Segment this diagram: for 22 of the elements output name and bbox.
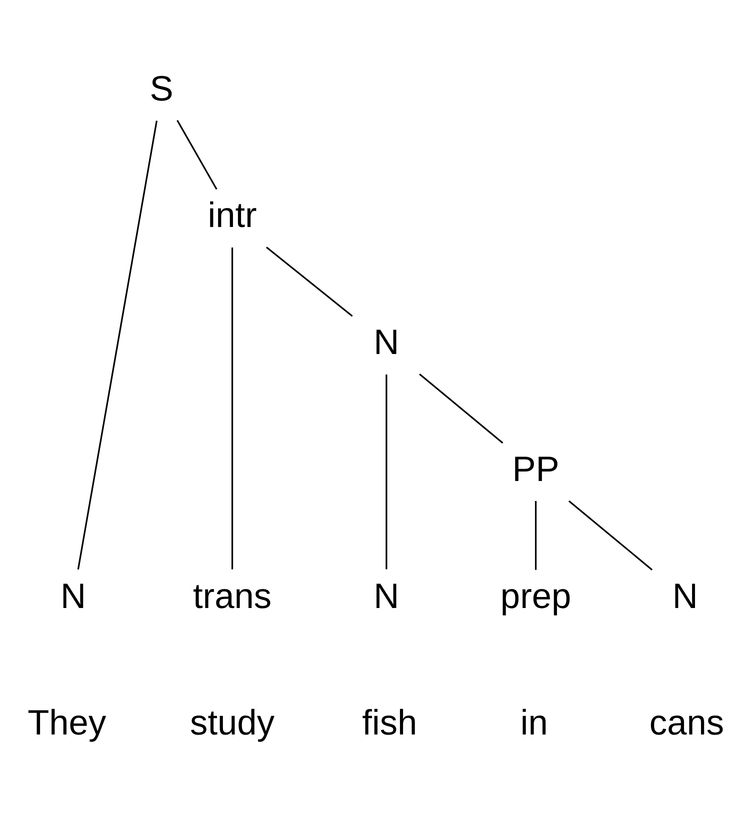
node-text: N <box>672 576 698 616</box>
node-text: intr <box>208 196 257 235</box>
connector <box>386 374 388 569</box>
connector <box>419 373 504 444</box>
connector <box>77 120 158 570</box>
label: cans <box>649 703 724 742</box>
node-text: N <box>374 322 400 362</box>
node-text: trans <box>192 576 272 616</box>
label: fish <box>362 703 418 742</box>
node-text: N <box>374 576 400 616</box>
label: They <box>28 703 106 742</box>
label: study <box>190 703 274 742</box>
node-text: prep <box>500 576 572 616</box>
connector <box>176 119 218 190</box>
connector <box>231 247 234 569</box>
label: in <box>520 703 548 742</box>
connector <box>568 500 653 570</box>
connector <box>534 500 537 570</box>
node-text: S <box>150 68 174 108</box>
node-text: PP <box>512 449 560 488</box>
node-text: N <box>60 576 86 616</box>
connector <box>266 246 353 316</box>
